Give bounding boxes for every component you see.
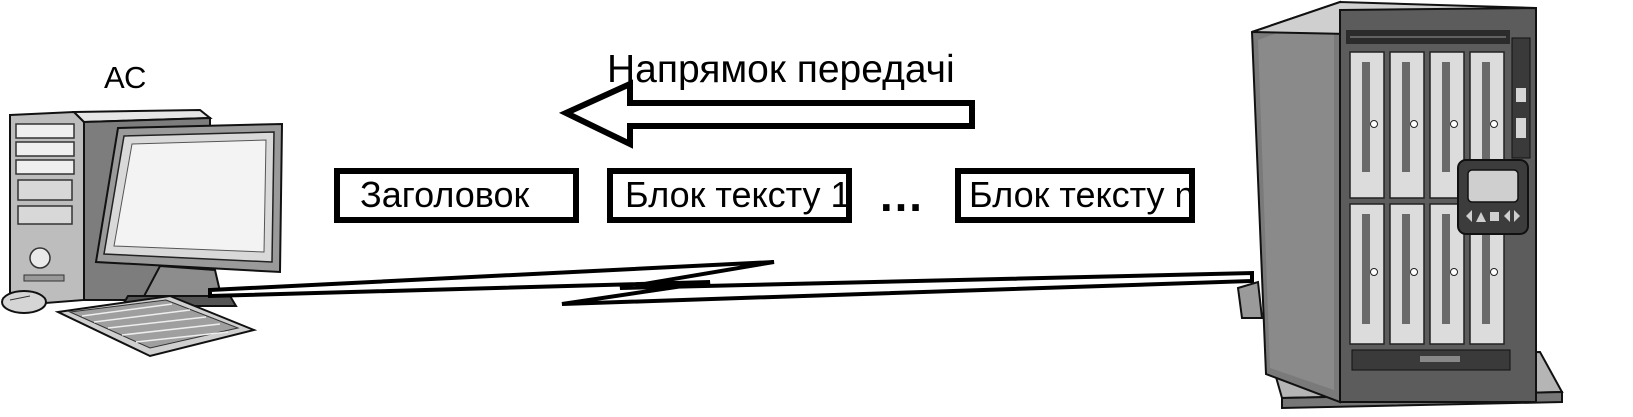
blocks-ellipsis: … [878, 169, 926, 221]
server-rack-icon [1236, 0, 1564, 410]
text-block-1: Блок тексту 1 [607, 168, 852, 223]
wireless-link-icon [208, 260, 1254, 306]
header-block: Заголовок [334, 168, 579, 223]
desktop-computer-icon [1, 108, 284, 358]
client-label: АС [104, 60, 147, 95]
arrow-left-icon [558, 79, 975, 149]
direction-label: Напрямок передачі [607, 48, 955, 91]
text-block-n: Блок тексту n [955, 168, 1195, 223]
